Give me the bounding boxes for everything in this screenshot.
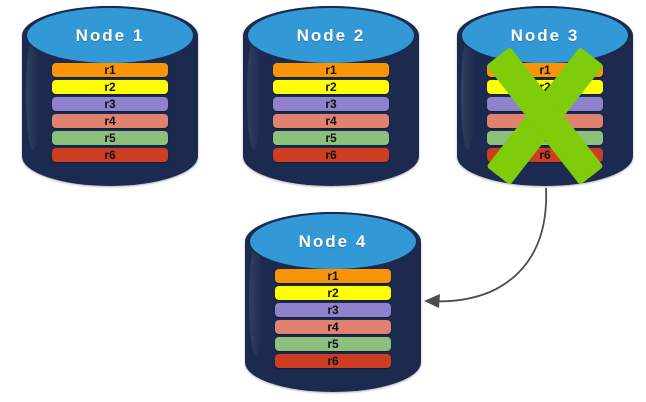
- node-1-row-r4-label: r4: [104, 113, 116, 128]
- node-4-row-r4[interactable]: r4: [274, 319, 392, 334]
- node-4-row-r1[interactable]: r1: [274, 268, 392, 283]
- node-1-row-r3-label: r3: [104, 96, 116, 111]
- node-3-row-r2-label: r2: [539, 79, 551, 94]
- node-4-row-r2[interactable]: r2: [274, 285, 392, 300]
- node-2-row-r6-label: r6: [325, 147, 337, 162]
- node-4-row-r5[interactable]: r5: [274, 336, 392, 351]
- node-3[interactable]: Node 3 r1 r2 r3 r4 r5 r6: [457, 6, 633, 186]
- node-3-row-r4[interactable]: r4: [486, 113, 604, 128]
- node-3-row-r4-label: r4: [539, 113, 551, 128]
- node-2-row-r1-label: r1: [325, 62, 337, 77]
- node-1-row-r2[interactable]: r2: [51, 79, 169, 94]
- node-2-rows: r1 r2 r3 r4 r5 r6: [272, 62, 390, 162]
- node-4-row-r6-label: r6: [327, 353, 339, 368]
- node-4-row-r6[interactable]: r6: [274, 353, 392, 368]
- node-4[interactable]: Node 4 r1 r2 r3 r4 r5 r6: [245, 212, 421, 392]
- node-2-row-r2[interactable]: r2: [272, 79, 390, 94]
- node-3-row-r5[interactable]: r5: [486, 130, 604, 145]
- node-1-row-r1-label: r1: [104, 62, 116, 77]
- node-3-row-r5-label: r5: [539, 130, 551, 145]
- arrow-head-icon: [424, 294, 440, 308]
- node-2-row-r4[interactable]: r4: [272, 113, 390, 128]
- node-2-row-r5-label: r5: [325, 130, 337, 145]
- node-4-row-r2-label: r2: [327, 285, 339, 300]
- node-4-row-r1-label: r1: [327, 268, 339, 283]
- node-2[interactable]: Node 2 r1 r2 r3 r4 r5 r6: [243, 6, 419, 186]
- node-4-row-r3-label: r3: [327, 302, 339, 317]
- node-4-rows: r1 r2 r3 r4 r5 r6: [274, 268, 392, 368]
- arrow-line: [431, 187, 548, 303]
- node-2-row-r3[interactable]: r3: [272, 96, 390, 111]
- node-3-rows: r1 r2 r3 r4 r5 r6: [486, 62, 604, 162]
- node-1-row-r6[interactable]: r6: [51, 147, 169, 162]
- node-3-row-r3[interactable]: r3: [486, 96, 604, 111]
- node-1-row-r5[interactable]: r5: [51, 130, 169, 145]
- node-1-rows: r1 r2 r3 r4 r5 r6: [51, 62, 169, 162]
- node-1-row-r3[interactable]: r3: [51, 96, 169, 111]
- node-3-row-r6-label: r6: [539, 147, 551, 162]
- node-2-cylinder-top: Node 2: [245, 6, 417, 66]
- node-2-row-r6[interactable]: r6: [272, 147, 390, 162]
- node-1-row-r1[interactable]: r1: [51, 62, 169, 77]
- node-4-label: Node 4: [298, 231, 368, 251]
- node-1[interactable]: Node 1 r1 r2 r3 r4 r5 r6: [22, 6, 198, 186]
- node-3-row-r3-label: r3: [539, 96, 551, 111]
- node-2-row-r1[interactable]: r1: [272, 62, 390, 77]
- node-2-row-r2-label: r2: [325, 79, 337, 94]
- node-4-row-r3[interactable]: r3: [274, 302, 392, 317]
- node-4-row-r4-label: r4: [327, 319, 339, 334]
- node-1-row-r6-label: r6: [104, 147, 116, 162]
- node-3-row-r1-label: r1: [539, 62, 551, 77]
- node-2-label: Node 2: [296, 25, 366, 45]
- node-3-row-r6[interactable]: r6: [486, 147, 604, 162]
- node-3-cylinder-top: Node 3: [459, 6, 631, 66]
- node-1-label: Node 1: [75, 25, 145, 45]
- node-1-row-r5-label: r5: [104, 130, 116, 145]
- node-3-label: Node 3: [510, 25, 580, 45]
- node-1-row-r4[interactable]: r4: [51, 113, 169, 128]
- node-3-row-r2[interactable]: r2: [486, 79, 604, 94]
- node-4-row-r5-label: r5: [327, 336, 339, 351]
- node-2-row-r5[interactable]: r5: [272, 130, 390, 145]
- node-2-row-r4-label: r4: [325, 113, 337, 128]
- node-1-row-r2-label: r2: [104, 79, 116, 94]
- node-2-row-r3-label: r3: [325, 96, 337, 111]
- node-3-row-r1[interactable]: r1: [486, 62, 604, 77]
- node-4-cylinder-top: Node 4: [247, 212, 419, 272]
- node-1-cylinder-top: Node 1: [24, 6, 196, 66]
